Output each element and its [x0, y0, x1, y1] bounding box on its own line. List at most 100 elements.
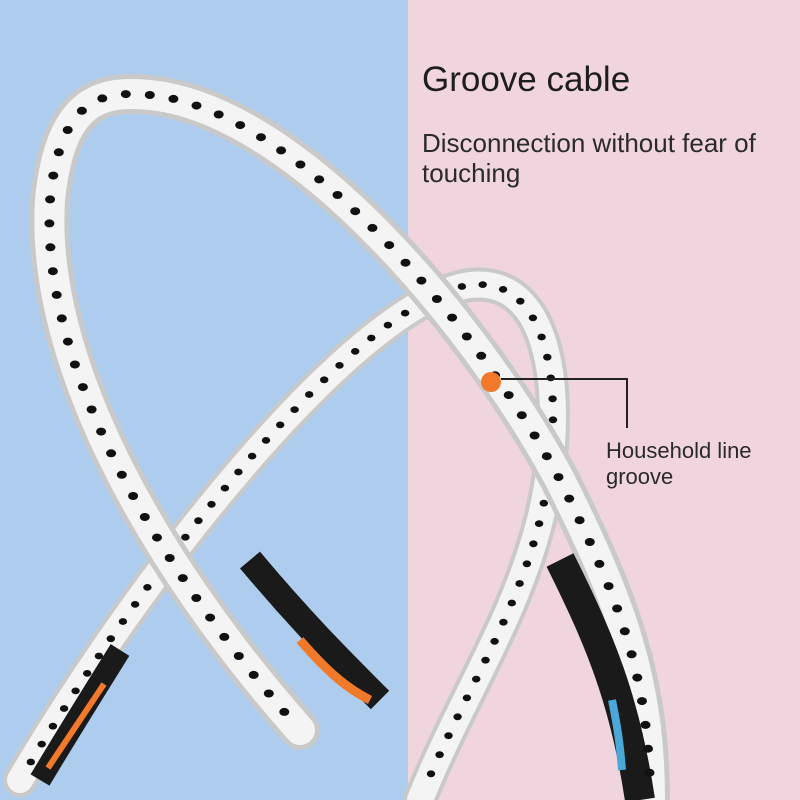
grommet-hole	[45, 243, 56, 252]
grommet-hole	[62, 337, 73, 346]
grommet-hole	[400, 309, 410, 317]
grommet-hole	[548, 416, 558, 424]
grommet-hole	[461, 332, 472, 341]
grommet-hole	[435, 751, 444, 759]
grommet-hole	[541, 452, 552, 461]
grommet-hole	[168, 94, 179, 103]
grommet-hole	[86, 405, 97, 414]
grommet-hole	[116, 470, 127, 479]
grommet-hole	[383, 321, 393, 329]
grommet-hole	[256, 133, 266, 142]
grommet-hole	[191, 594, 202, 602]
grommet-hole	[194, 517, 203, 525]
grommet-hole	[529, 431, 540, 440]
grommet-hole	[47, 267, 58, 276]
decal-front-black	[546, 553, 655, 800]
grommet-hole	[177, 574, 188, 583]
grommet-hole	[207, 500, 216, 508]
grommet-hole	[472, 675, 481, 683]
grommet-hole	[69, 360, 80, 369]
grommet-hole	[400, 258, 411, 267]
grommet-hole	[247, 452, 257, 460]
grommet-hole	[367, 223, 378, 232]
grommet-hole	[637, 697, 647, 706]
grommet-hole	[384, 241, 395, 250]
grommet-hole	[279, 707, 290, 716]
grommet-hole	[490, 637, 499, 645]
grommet-hole	[261, 437, 271, 444]
grommet-hole	[118, 618, 128, 625]
grommet-hole	[96, 427, 107, 436]
grommet-hole	[534, 520, 544, 527]
grommet-hole	[644, 768, 655, 777]
grommet-hole	[26, 758, 35, 766]
grommet-hole	[453, 713, 462, 721]
grommet-hole	[48, 171, 59, 180]
grommet-hole	[320, 376, 329, 384]
grommet-hole	[553, 473, 564, 482]
grommet-hole	[543, 353, 552, 361]
grommet-hole	[290, 406, 299, 413]
grommet-hole	[314, 175, 325, 184]
grommet-hole	[546, 374, 555, 382]
grommet-hole	[522, 560, 532, 568]
grommet-hole	[539, 499, 548, 507]
grommet-hole	[640, 720, 651, 729]
grommet-hole	[128, 492, 139, 500]
grommet-hole	[515, 580, 524, 587]
grommet-hole	[564, 494, 575, 503]
grommet-hole	[144, 91, 155, 99]
racket-frame-back	[3, 267, 570, 800]
grommet-hole	[106, 635, 116, 643]
callout-label: Household line groove	[606, 438, 752, 489]
grommet-hole	[444, 732, 453, 740]
grommet-hole	[213, 110, 224, 119]
decal-front-orange	[296, 637, 373, 705]
grommet-hole	[276, 421, 285, 429]
grommet-hole	[476, 351, 487, 360]
grommet-hole	[164, 554, 175, 562]
grommet-hole	[120, 90, 131, 99]
grommet-hole	[426, 770, 436, 778]
decal-back-orange	[45, 682, 107, 770]
grommet-hole	[478, 281, 487, 288]
grommet-hole	[367, 334, 376, 342]
grommet-hole	[499, 618, 508, 626]
grommet-hole	[37, 740, 46, 748]
grommet-hole	[548, 395, 557, 403]
grommet-hole	[71, 687, 80, 695]
page-title: Groove cable	[422, 60, 631, 99]
grommet-hole	[83, 670, 92, 677]
grommet-hole	[416, 276, 427, 285]
racket-frame-front	[29, 73, 670, 800]
grommet-hole	[59, 705, 69, 712]
accent-dot-marker	[481, 372, 501, 392]
grommet-hole	[516, 297, 525, 305]
grommet-hole	[457, 283, 467, 290]
grommet-hole	[626, 650, 637, 659]
grommet-hole	[584, 538, 595, 546]
grommet-hole	[248, 670, 259, 679]
grommet-hole	[503, 391, 514, 400]
grommet-hole	[529, 540, 538, 548]
grommet-hole	[205, 613, 216, 622]
grommet-hole	[350, 207, 361, 216]
grommet-hole	[276, 146, 287, 155]
grommet-hole	[219, 632, 230, 641]
grommet-hole	[447, 313, 458, 322]
leader-line	[501, 378, 628, 428]
grommet-hole	[45, 195, 56, 204]
grommet-hole	[295, 160, 306, 169]
grommet-hole	[56, 314, 67, 323]
grommet-hole	[516, 411, 527, 420]
page-subtitle: Disconnection without fear of touching	[422, 128, 756, 188]
grommet-hole	[234, 468, 243, 476]
grommet-hole	[263, 689, 274, 698]
grommet-hole	[619, 627, 630, 636]
grommet-hole	[51, 290, 62, 299]
grommet-hole	[233, 652, 244, 660]
grommet-hole	[574, 516, 585, 525]
grommet-hole	[528, 314, 538, 322]
grommet-hole	[332, 191, 343, 199]
